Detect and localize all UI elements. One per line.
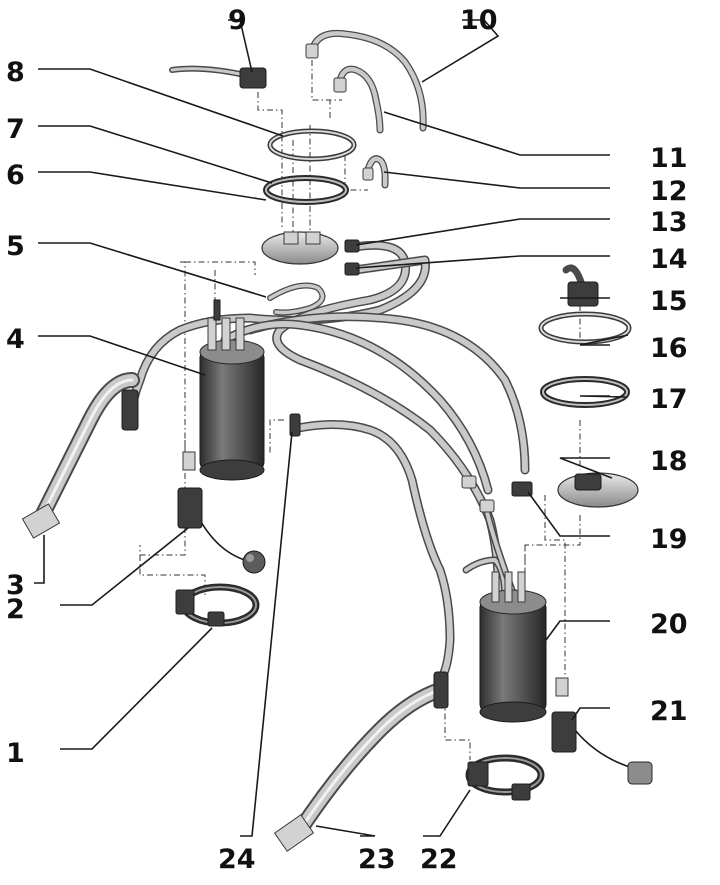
callout-21: 21 — [650, 696, 688, 727]
callout-11: 11 — [650, 143, 688, 174]
jet-end-23 — [273, 814, 315, 852]
hose-fitting-12 — [362, 167, 374, 181]
hose-fitting-11 — [333, 77, 347, 93]
callout-3: 3 — [6, 570, 25, 601]
callout-22: 22 — [420, 844, 458, 875]
clip-right — [433, 671, 449, 709]
pump-right-20 — [479, 571, 547, 723]
connector-15 — [567, 281, 599, 307]
callout-9: 9 — [228, 5, 247, 36]
pump-left-4 — [199, 299, 265, 481]
callout-23: 23 — [358, 844, 396, 875]
callout-5: 5 — [6, 231, 25, 262]
callout-10: 10 — [460, 5, 498, 36]
parts — [21, 43, 653, 852]
callout-1: 1 — [6, 738, 25, 769]
leader-lines — [34, 19, 629, 837]
callout-8: 8 — [6, 57, 25, 88]
callout-13: 13 — [650, 207, 688, 238]
hoses — [32, 29, 641, 838]
callout-6: 6 — [6, 160, 25, 191]
retaining-ring-1 — [175, 583, 260, 627]
callout-18: 18 — [650, 446, 688, 477]
flange-6 — [261, 231, 339, 265]
retaining-ring-22 — [465, 754, 545, 801]
coupling-13 — [344, 239, 360, 253]
connector-9 — [239, 67, 267, 89]
callout-20: 20 — [650, 609, 688, 640]
coupling-14 — [344, 262, 360, 276]
hose-fitting-10 — [305, 43, 319, 59]
callout-24: 24 — [218, 844, 256, 875]
callout-14: 14 — [650, 244, 688, 275]
callout-7: 7 — [6, 114, 25, 145]
callout-19: 19 — [650, 524, 688, 555]
fitting-19 — [511, 481, 533, 497]
callout-2: 2 — [6, 594, 25, 625]
callout-4: 4 — [6, 324, 25, 355]
callout-15: 15 — [650, 286, 688, 317]
callout-16: 16 — [650, 333, 688, 364]
level-sender-21 — [551, 677, 653, 785]
clip-24 — [289, 413, 301, 437]
jet-end-3 — [21, 503, 61, 539]
callout-12: 12 — [650, 176, 688, 207]
level-sender-2 — [177, 451, 266, 574]
callout-17: 17 — [650, 384, 688, 415]
clip-left — [121, 389, 139, 431]
callout-labels: 1 2 3 4 5 6 7 8 9 10 11 12 13 14 15 16 1… — [6, 5, 688, 875]
